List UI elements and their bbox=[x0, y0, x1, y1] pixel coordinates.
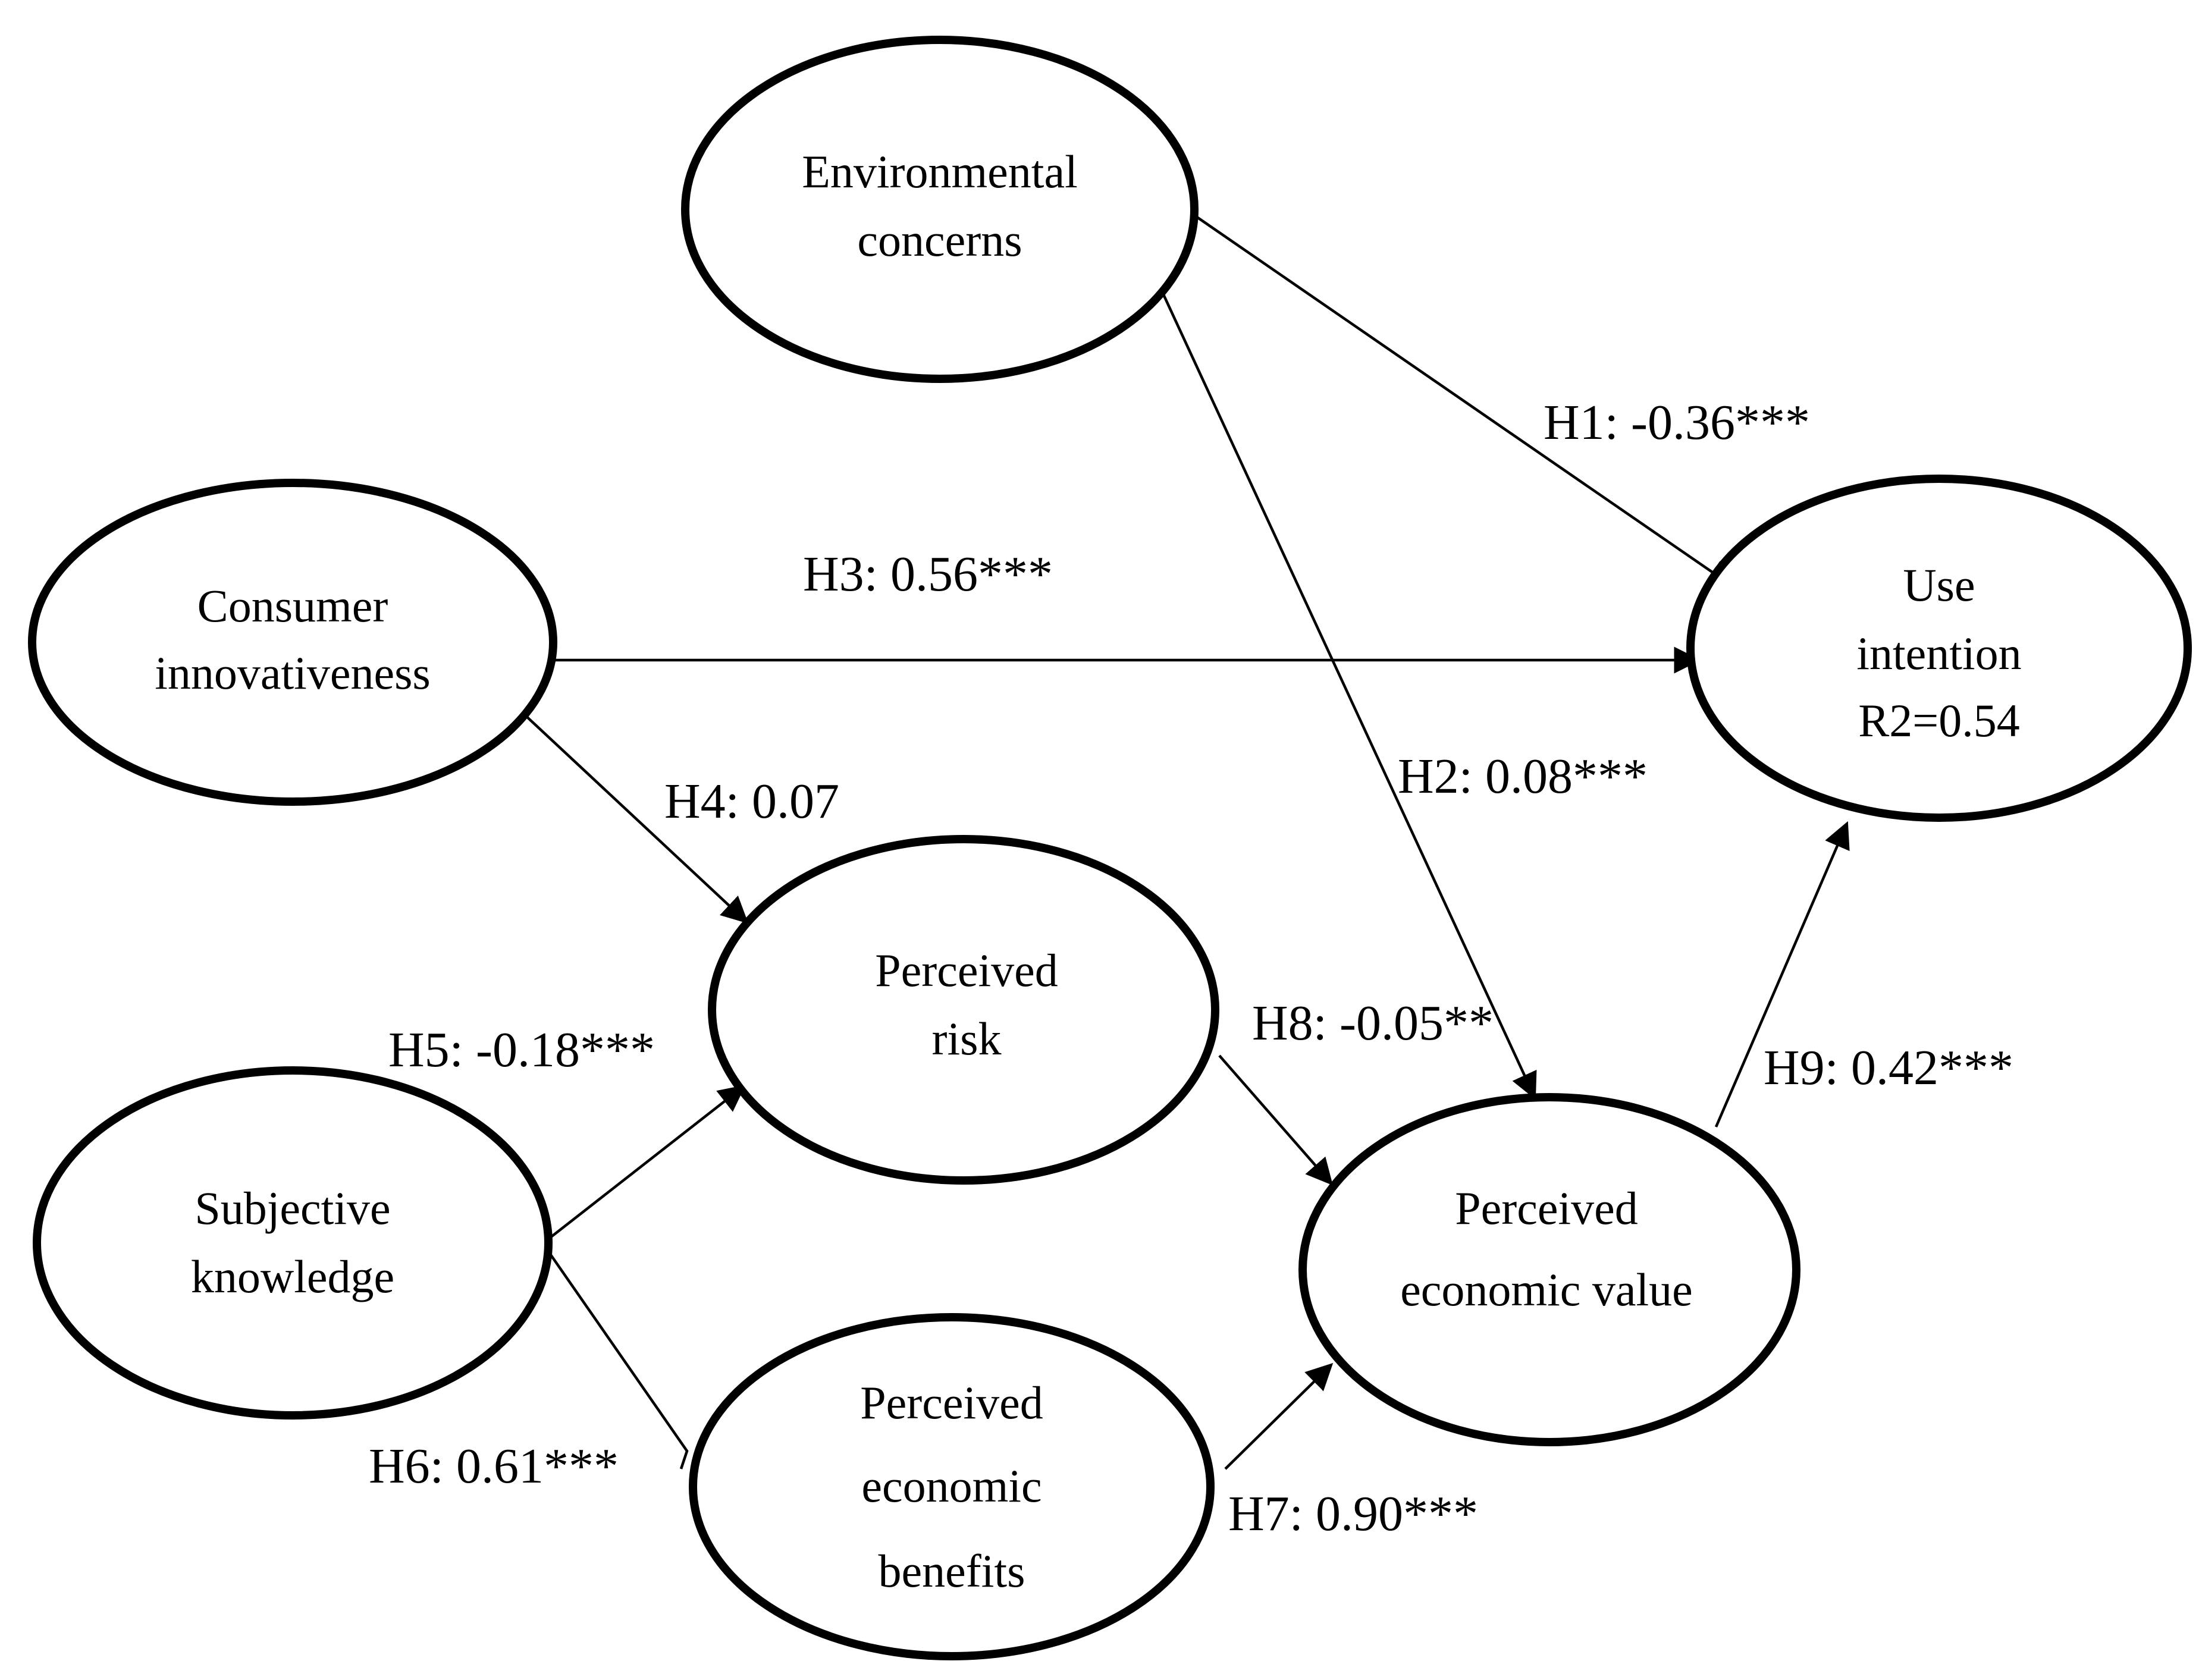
node-use-intention-line-3: R2=0.54 bbox=[1858, 695, 2020, 746]
node-perceived-economic-value: Perceived economic value bbox=[1298, 1093, 1800, 1446]
node-consumer-innovativeness-ellipse bbox=[28, 479, 557, 806]
node-perceived-risk-ellipse bbox=[708, 835, 1219, 1185]
edge-h1-label: H1: -0.36*** bbox=[1544, 395, 1810, 450]
node-perceived-economic-value-line-1: Perceived bbox=[1455, 1182, 1638, 1234]
node-subjective-knowledge-line-2: knowledge bbox=[191, 1251, 394, 1302]
edge-h4-line bbox=[522, 712, 749, 924]
node-environmental-concerns-ellipse bbox=[681, 36, 1199, 383]
node-consumer-innovativeness-line-1: Consumer bbox=[197, 580, 388, 632]
edge-h3-label: H3: 0.56*** bbox=[803, 547, 1053, 602]
node-perceived-economic-value-line-2: economic value bbox=[1400, 1264, 1693, 1315]
edge-h1-line bbox=[1191, 213, 1734, 588]
node-perceived-economic-benefits-ellipse bbox=[689, 1313, 1215, 1660]
edges bbox=[522, 213, 1850, 1470]
node-perceived-economic-benefits-line-2: economic bbox=[861, 1460, 1042, 1512]
node-consumer-innovativeness: Consumer innovativeness bbox=[28, 479, 557, 806]
node-use-intention-line-2: intention bbox=[1856, 627, 2021, 679]
node-use-intention-ellipse bbox=[1686, 475, 2192, 822]
node-environmental-concerns-line-1: Environmental bbox=[802, 146, 1078, 197]
edge-h5-label: H5: -0.18*** bbox=[388, 1022, 655, 1078]
edge-h7-line bbox=[1224, 1362, 1334, 1470]
edge-h8-label: H8: -0.05** bbox=[1252, 996, 1494, 1051]
edge-labels: H1: -0.36*** H2: 0.08*** H3: 0.56*** H4:… bbox=[369, 395, 2013, 1541]
node-perceived-economic-value-ellipse bbox=[1298, 1093, 1800, 1446]
edge-h7-label: H7: 0.90*** bbox=[1228, 1486, 1478, 1541]
edge-h9-label: H9: 0.42*** bbox=[1764, 1040, 2013, 1095]
node-perceived-economic-benefits-line-1: Perceived bbox=[860, 1377, 1043, 1428]
node-perceived-economic-benefits: Perceived economic benefits bbox=[689, 1313, 1215, 1660]
node-perceived-risk-line-2: risk bbox=[932, 1013, 1002, 1064]
node-subjective-knowledge-line-1: Subjective bbox=[195, 1182, 390, 1234]
node-environmental-concerns: Environmental concerns bbox=[681, 36, 1199, 383]
node-subjective-knowledge: Subjective knowledge bbox=[33, 1066, 553, 1420]
edge-h2-line bbox=[1161, 293, 1537, 1100]
node-subjective-knowledge-ellipse bbox=[33, 1066, 553, 1420]
edge-h6-line bbox=[541, 1242, 689, 1469]
node-environmental-concerns-line-2: concerns bbox=[857, 214, 1022, 266]
node-perceived-economic-benefits-line-3: benefits bbox=[879, 1545, 1025, 1597]
edge-h6-label: H6: 0.61*** bbox=[369, 1439, 619, 1494]
edge-h9-line bbox=[1714, 821, 1850, 1128]
node-perceived-risk-line-1: Perceived bbox=[875, 944, 1058, 996]
edge-h2-label: H2: 0.08*** bbox=[1398, 749, 1648, 804]
node-consumer-innovativeness-line-2: innovativeness bbox=[155, 647, 431, 699]
node-use-intention: Use intention R2=0.54 bbox=[1686, 475, 2192, 822]
node-perceived-risk: Perceived risk bbox=[708, 835, 1219, 1185]
edge-h4-label: H4: 0.07 bbox=[664, 774, 839, 829]
edge-h8-line bbox=[1218, 1054, 1333, 1186]
edge-h5-line bbox=[546, 1085, 746, 1241]
node-use-intention-line-1: Use bbox=[1903, 559, 1975, 611]
